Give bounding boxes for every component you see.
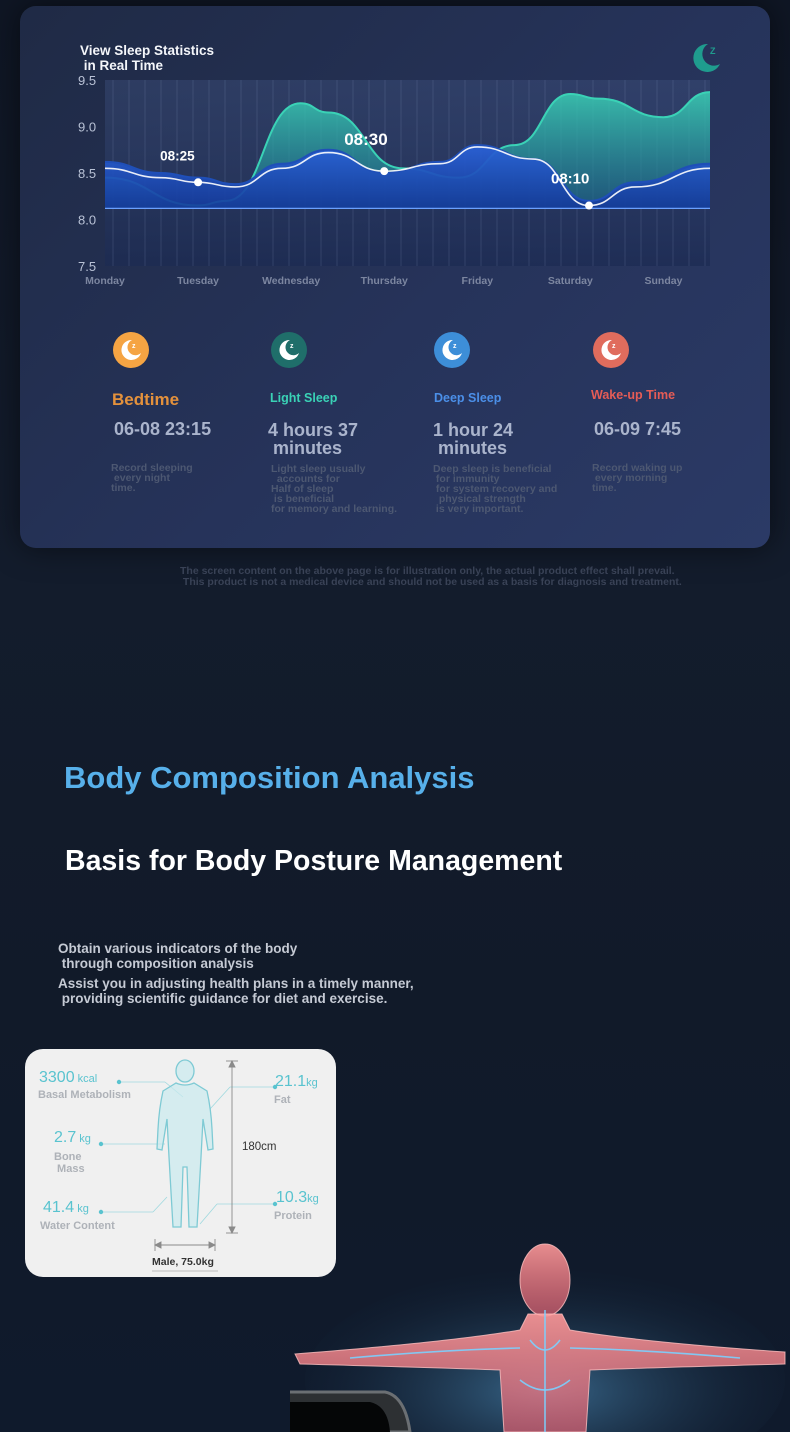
x-tick-label: Monday <box>85 275 125 287</box>
stat-title: Wake-up Time <box>591 388 676 402</box>
stat-value: 1 hour 24 minutes <box>433 420 514 458</box>
body-composition-card: 3300 kcal Basal Metabolism 2.7 kg Bone M… <box>25 1049 336 1277</box>
series-area <box>105 145 710 209</box>
svg-text:Z: Z <box>710 46 716 56</box>
annotation-label: 08:10 <box>551 171 589 188</box>
svg-text:z: z <box>612 343 616 350</box>
bone-mass-label: Bone Mass <box>54 1151 85 1175</box>
stat-desc: Deep sleep is beneficial for immunity fo… <box>433 463 558 515</box>
smartwatch-icon <box>290 1390 412 1432</box>
sleep-statistics-panel: View Sleep Statistics in Real Time Z 9.5… <box>20 6 770 548</box>
fat-value: 21.1kg <box>275 1073 318 1090</box>
annotation-point <box>585 201 593 210</box>
x-tick-label: Tuesday <box>177 275 219 287</box>
x-tick-label: Wednesday <box>262 275 320 287</box>
x-tick-label: Friday <box>462 275 494 287</box>
svg-text:z: z <box>453 343 457 350</box>
annotation-label: 08:25 <box>160 148 195 163</box>
basal-metabolism-value: 3300 kcal <box>39 1069 98 1086</box>
water-content-value: 41.4 kg <box>43 1199 89 1216</box>
svg-text:z: z <box>290 343 294 350</box>
stat-desc: Record waking up every morning time. <box>592 462 683 494</box>
annotation-point <box>194 178 203 187</box>
stat-title: Light Sleep <box>270 391 338 405</box>
anatomy-figure-icon <box>290 1243 786 1432</box>
bone-mass-value: 2.7 kg <box>54 1129 91 1146</box>
y-tick-label: 8.5 <box>78 166 96 181</box>
intro-text-1: Obtain various indicators of the body th… <box>58 941 298 971</box>
height-label: 180cm <box>242 1141 277 1153</box>
y-tick-label: 8.0 <box>78 213 96 228</box>
stat-value: 06-08 23:15 <box>114 419 212 439</box>
basal-metabolism-label: Basal Metabolism <box>38 1089 131 1101</box>
profile-label: Male, 75.0kg <box>152 1256 214 1268</box>
section-subheading: Basis for Body Posture Management <box>65 845 563 877</box>
section-heading: Body Composition Analysis <box>64 760 475 795</box>
bedtime-moon-icon: z <box>113 332 149 368</box>
stat-desc: Record sleeping every night time. <box>111 462 193 494</box>
intro-text-2: Assist you in adjusting health plans in … <box>58 976 414 1006</box>
series-line <box>104 144 711 202</box>
human-body-icon <box>156 1059 214 1228</box>
card-connectors <box>98 1059 278 1272</box>
disclaimer: The screen content on the above page is … <box>180 565 682 588</box>
svg-text:z: z <box>132 343 136 350</box>
y-tick-label: 9.5 <box>78 73 96 88</box>
y-tick-label: 9.0 <box>78 120 96 135</box>
x-tick-label: Thursday <box>361 275 408 287</box>
protein-value: 10.3kg <box>276 1189 319 1206</box>
stat-value: 06-09 7:45 <box>594 419 682 439</box>
stat-desc: Light sleep usually accounts for Half of… <box>271 463 398 515</box>
stat-value: 4 hours 37 minutes <box>268 420 359 458</box>
deep-sleep-moon-icon: z <box>434 332 470 368</box>
stat-title: Deep Sleep <box>434 391 502 405</box>
protein-label: Protein <box>274 1210 312 1222</box>
fat-label: Fat <box>274 1094 291 1106</box>
x-tick-label: Sunday <box>644 275 682 287</box>
water-content-label: Water Content <box>40 1220 115 1232</box>
panel-title: View Sleep Statistics in Real Time <box>80 43 215 73</box>
stat-title: Bedtime <box>112 390 180 409</box>
annotation-point <box>380 167 389 176</box>
wakeup-moon-icon: z <box>593 332 629 368</box>
x-tick-label: Saturday <box>548 275 593 287</box>
moon-z-icon: Z <box>693 43 720 72</box>
annotation-label: 08:30 <box>344 130 387 149</box>
y-tick-label: 7.5 <box>78 259 96 274</box>
light-sleep-moon-icon: z <box>271 332 307 368</box>
